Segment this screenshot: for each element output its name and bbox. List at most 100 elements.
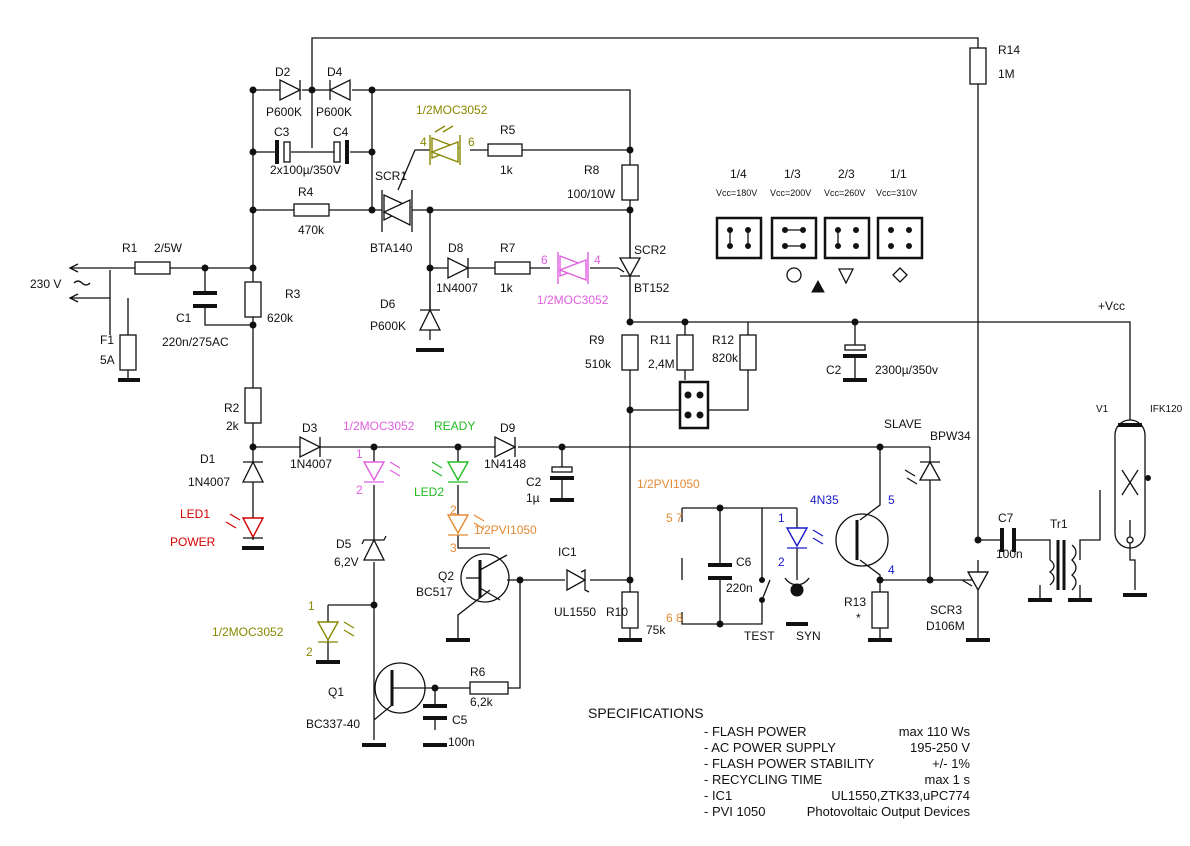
diodes [241, 78, 942, 593]
label-pin-3-orange: 3 [450, 541, 457, 555]
label-test: TEST [744, 629, 775, 643]
label-d4: D4 [327, 65, 343, 79]
component-labels: R14 1M D2 P600K D4 P600K C3 C4 2x100µ/35… [30, 43, 1183, 749]
label-r14-value: 1M [998, 67, 1015, 81]
sync-connector [784, 577, 810, 597]
label-r2: R2 [224, 401, 240, 415]
label-r13-value: * [856, 611, 861, 625]
label-r4-value: 470k [298, 223, 325, 237]
resistor-r9 [621, 334, 639, 371]
mode-vcc-2: Vcc=200V [770, 188, 811, 198]
label-d6-value: P600K [370, 319, 406, 333]
resistor-r7 [494, 261, 531, 275]
bridge-block [678, 380, 710, 430]
ground-symbols [118, 348, 1147, 747]
label-pin-2-pink: 2 [356, 483, 363, 497]
label-r4: R4 [298, 185, 314, 199]
capacitor-c2 [550, 466, 574, 480]
circle-icon [786, 267, 802, 283]
thyristor-scr3-d106m [961, 571, 990, 592]
label-ready: READY [434, 419, 475, 433]
label-d5: D5 [336, 537, 352, 551]
spec-name: - IC1 [704, 788, 732, 803]
resistor-r13 [871, 591, 889, 629]
triangle-down-icon [837, 268, 855, 285]
label-pin-1-blue: 1 [778, 511, 785, 525]
label-ic1-value: UL1550 [554, 605, 596, 619]
diamond-icon [892, 267, 908, 283]
spec-name: - FLASH POWER STABILITY [704, 756, 875, 771]
label-r2-value: 2k [226, 419, 240, 433]
label-pvi1050-led: 1/2PVI1050 [474, 523, 537, 537]
mode-box-1 [715, 216, 763, 260]
label-r10: R10 [606, 605, 628, 619]
label-r8-value: 100/10W [567, 187, 616, 201]
transistors [374, 513, 889, 714]
transistor-q2 [460, 553, 510, 603]
label-d6: D6 [380, 297, 396, 311]
resistor-r1 [134, 261, 171, 275]
mode-label-4: 1/1 [890, 167, 907, 181]
spec-value: max 110 Ws [899, 724, 971, 739]
spec-value: +/- 1% [932, 756, 970, 771]
spec-value: Photovoltaic Output Devices [807, 804, 971, 819]
label-d1-value: 1N4007 [188, 475, 230, 489]
label-c2-value: 1µ [526, 491, 540, 505]
label-r12: R12 [712, 333, 734, 347]
label-slave: SLAVE [884, 417, 922, 431]
label-c3c4-value: 2x100µ/350V [270, 163, 341, 177]
label-scr3: SCR3 [930, 603, 962, 617]
label-d9-value: 1N4148 [484, 457, 526, 471]
resistor-r8 [621, 164, 639, 201]
label-r6: R6 [470, 665, 486, 679]
label-r3-value: 620k [267, 311, 294, 325]
zener-ic1 [566, 568, 590, 593]
transformer-tr1 [1048, 540, 1077, 591]
label-f1: F1 [100, 333, 114, 347]
label-d8-value: 1N4007 [436, 281, 478, 295]
mode-vcc-1: Vcc=180V [716, 188, 757, 198]
flash-tube-v1 [1114, 419, 1151, 549]
diode-d4 [328, 78, 351, 102]
label-d9: D9 [500, 421, 516, 435]
label-power: POWER [170, 535, 216, 549]
label-d5-value: 6,2V [334, 555, 359, 569]
label-syn: SYN [796, 629, 821, 643]
label-pin-4-olive: 4 [420, 135, 427, 149]
label-r14-ref: R14 [998, 43, 1020, 57]
mode-selector [715, 216, 924, 293]
triac-scr1-bta140 [381, 190, 413, 232]
mode-vcc-4: Vcc=310V [876, 188, 917, 198]
label-c4: C4 [333, 125, 349, 139]
label-r9: R9 [589, 333, 605, 347]
label-4n35: 4N35 [810, 493, 839, 507]
label-r6-value: 6,2k [470, 695, 494, 709]
capacitor-c4 [333, 140, 349, 164]
resistor-r3 [244, 281, 262, 318]
label-pin-1-olive: 1 [308, 599, 315, 613]
label-ic1: IC1 [558, 545, 577, 559]
leds [225, 461, 824, 643]
resistor-r2 [244, 387, 262, 424]
capacitor-c1 [193, 291, 217, 308]
phototransistor-4n35 [835, 513, 889, 567]
label-r1: R1 [122, 241, 138, 255]
label-r12-value: 820k [712, 351, 739, 365]
capacitors [193, 140, 1016, 720]
label-c2: C2 [526, 475, 542, 489]
zener-d5 [361, 535, 387, 561]
label-d2-value: P600K [266, 105, 302, 119]
label-r13: R13 [844, 595, 866, 609]
capacitor-c3 [275, 140, 291, 164]
specifications-block: SPECIFICATIONS - FLASH POWER max 110 Ws … [588, 705, 970, 819]
label-d8: D8 [448, 241, 464, 255]
led-4n35 [785, 527, 824, 549]
label-r7: R7 [500, 241, 516, 255]
label-c7-value: 100n [996, 547, 1023, 561]
label-c6: C6 [736, 555, 752, 569]
label-q2-value: BC517 [416, 585, 453, 599]
triacs [381, 125, 990, 592]
resistor-r12 [739, 334, 757, 371]
